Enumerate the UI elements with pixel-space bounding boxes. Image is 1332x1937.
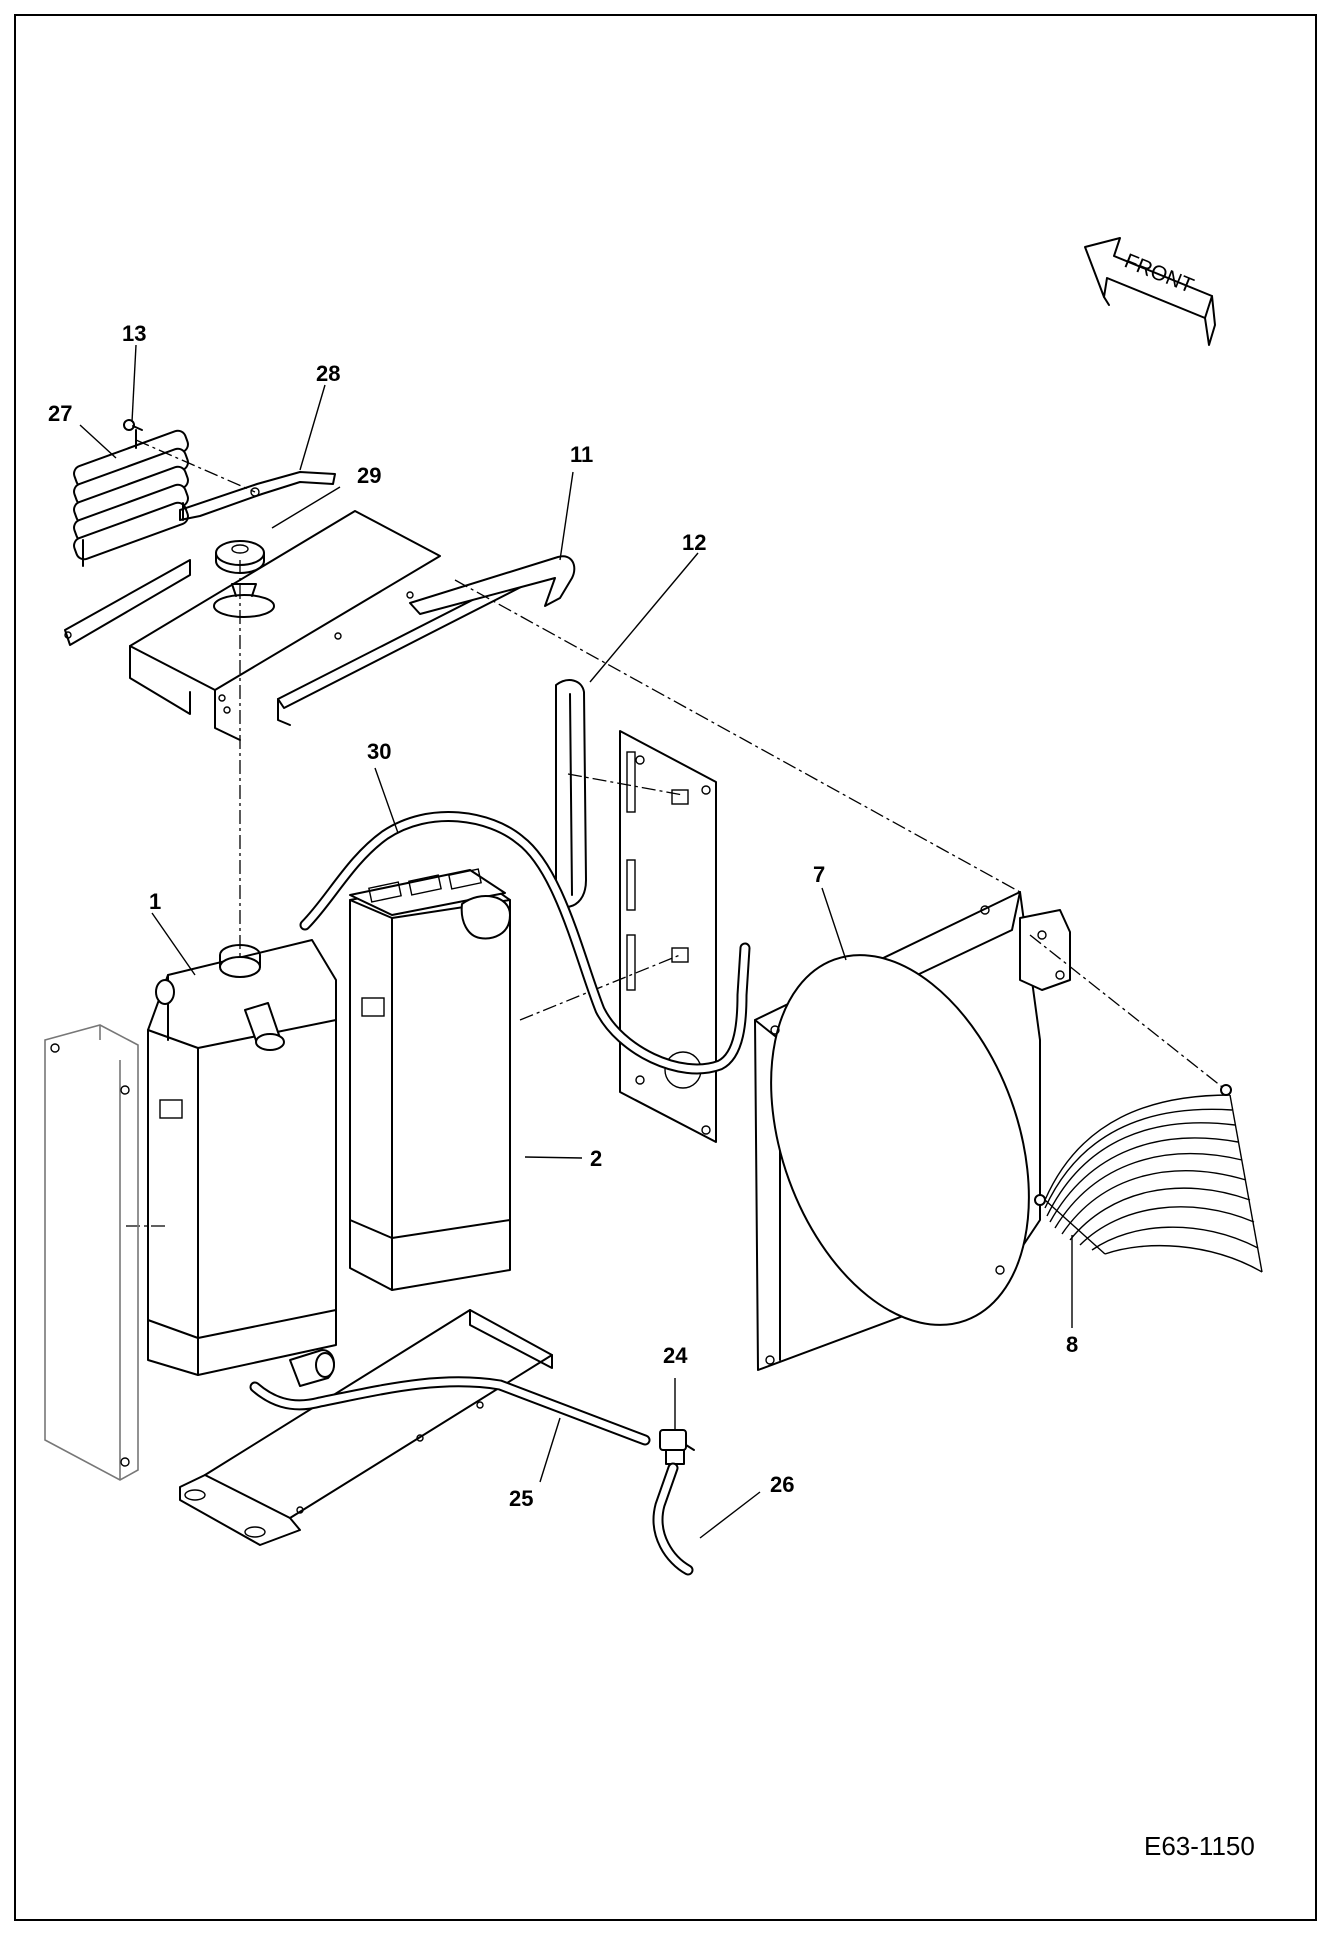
overflow-hose-30	[299, 811, 751, 1075]
left-side-panel	[44, 1024, 139, 1481]
callout-30: 30	[367, 739, 391, 764]
side-seal-12	[555, 679, 587, 908]
radiator-1	[125, 939, 337, 1387]
callout-24: 24	[663, 1343, 688, 1368]
callout-27: 27	[48, 401, 72, 426]
callout-2: 2	[590, 1146, 602, 1171]
bracket-28	[135, 439, 336, 521]
front-arrow-icon: FRONT	[1084, 237, 1216, 346]
side-bracket	[519, 730, 717, 1143]
callout-1: 1	[149, 889, 161, 914]
drawing-number: E63-1150	[1144, 1831, 1255, 1861]
callout-12: 12	[682, 530, 706, 555]
callout-11: 11	[570, 442, 593, 467]
drawing-border	[14, 14, 1317, 1921]
seal-strip-11	[277, 555, 1021, 893]
lower-hose-25	[249, 1376, 651, 1446]
callout-8: 8	[1066, 1332, 1078, 1357]
callout-25: 25	[509, 1486, 533, 1511]
leader-lines	[79, 344, 1073, 1539]
callout-7: 7	[813, 862, 825, 887]
fan-guard-8	[1034, 1084, 1263, 1273]
fan-shroud-7	[754, 891, 1227, 1371]
callout-29: 29	[357, 463, 381, 488]
oil-cooler-27	[73, 419, 189, 567]
bottom-plate	[179, 1309, 553, 1546]
drain-hose-26	[652, 1462, 694, 1576]
callout-13: 13	[122, 321, 146, 346]
top-plate	[64, 510, 441, 962]
callout-labels: 13 27 28 29 11 12 30 1 2 7 8 24 25 26	[48, 321, 1078, 1511]
callout-28: 28	[316, 361, 340, 386]
callout-26: 26	[770, 1472, 794, 1497]
drain-valve-24	[659, 1429, 695, 1465]
intercooler-2	[349, 868, 511, 1291]
